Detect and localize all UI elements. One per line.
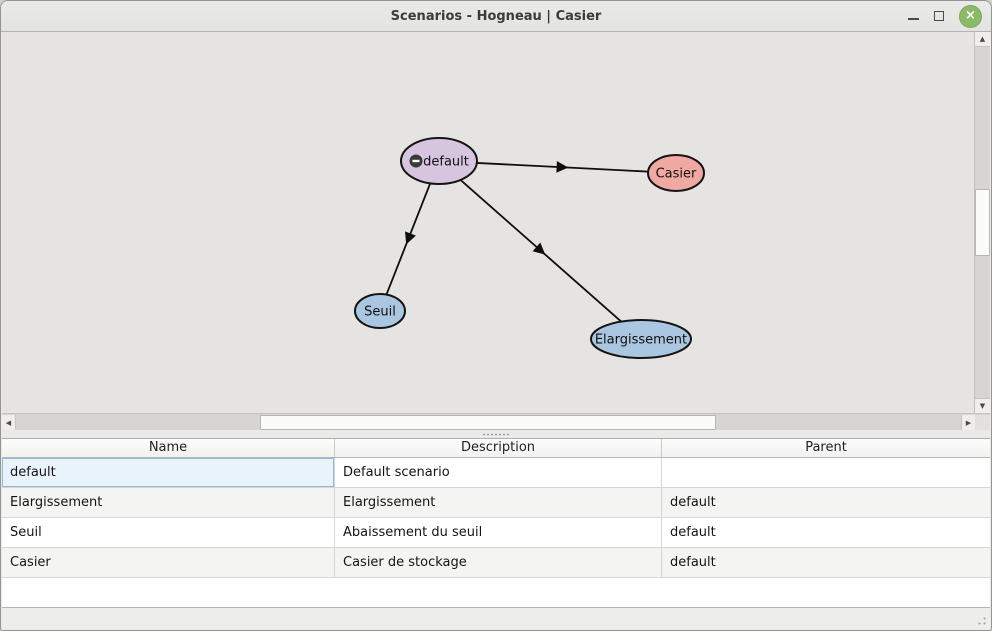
cell-name-row-3[interactable]: Casier	[2, 548, 335, 578]
graph-edge-default-Casier	[476, 161, 649, 173]
column-header-name[interactable]: Name	[2, 439, 335, 457]
cell-name-row-1[interactable]: Elargissement	[2, 488, 335, 518]
cell-description-row-1[interactable]: Elargissement	[335, 488, 662, 518]
scrollbar-corner	[975, 415, 990, 430]
cell-description-row-0[interactable]: Default scenario	[335, 458, 662, 488]
cell-name-row-2[interactable]: Seuil	[2, 518, 335, 548]
splitter-handle-icon	[482, 432, 510, 436]
scroll-left-icon[interactable]: ◀	[2, 415, 16, 430]
titlebar[interactable]: Scenarios - Hogneau | Casier ×	[1, 1, 991, 32]
maximize-icon[interactable]	[934, 11, 944, 21]
graph-node-default[interactable]: default	[400, 137, 478, 185]
cell-description-row-2[interactable]: Abaissement du seuil	[335, 518, 662, 548]
window-title: Scenarios - Hogneau | Casier	[390, 8, 602, 24]
graph-edge-default-Seuil	[385, 183, 432, 295]
vertical-scrollbar[interactable]: ▲ ▼	[974, 32, 990, 413]
graph-node-label: default	[423, 155, 469, 170]
table-empty-area[interactable]	[2, 578, 990, 607]
resize-grip-icon[interactable]	[974, 613, 987, 626]
window-controls: ×	[908, 1, 982, 31]
horizontal-scrollbar-thumb[interactable]	[260, 415, 716, 430]
pane-splitter[interactable]	[2, 430, 990, 438]
table-header: Name Description Parent	[2, 439, 990, 458]
graph-node-label: Elargissement	[595, 333, 687, 348]
graph-node-label: Casier	[656, 167, 697, 182]
cell-parent-row-1[interactable]: default	[662, 488, 990, 518]
vertical-scrollbar-thumb[interactable]	[975, 189, 990, 256]
graph-node-Elargissement[interactable]: Elargissement	[590, 319, 692, 359]
cell-name-row-0[interactable]: default	[2, 458, 335, 488]
scroll-right-icon[interactable]: ▶	[961, 415, 975, 430]
scroll-up-icon[interactable]: ▲	[975, 32, 990, 47]
horizontal-scrollbar[interactable]: ◀ ▶	[2, 413, 990, 430]
scroll-down-icon[interactable]: ▼	[975, 398, 990, 413]
column-header-description[interactable]: Description	[335, 439, 662, 457]
cell-description-row-3[interactable]: Casier de stockage	[335, 548, 662, 578]
graph-node-label: Seuil	[364, 305, 396, 320]
cell-parent-row-3[interactable]: default	[662, 548, 990, 578]
graph-node-Casier[interactable]: Casier	[647, 154, 705, 192]
minimize-icon[interactable]	[908, 18, 919, 20]
column-header-parent[interactable]: Parent	[805, 440, 847, 455]
graph-node-Seuil[interactable]: Seuil	[354, 293, 406, 329]
cell-parent-row-0[interactable]	[662, 458, 990, 488]
cell-parent-row-2[interactable]: default	[662, 518, 990, 548]
status-bar	[2, 607, 990, 629]
close-icon[interactable]: ×	[959, 4, 982, 28]
graph-edge-default-Elargissement	[459, 179, 622, 323]
